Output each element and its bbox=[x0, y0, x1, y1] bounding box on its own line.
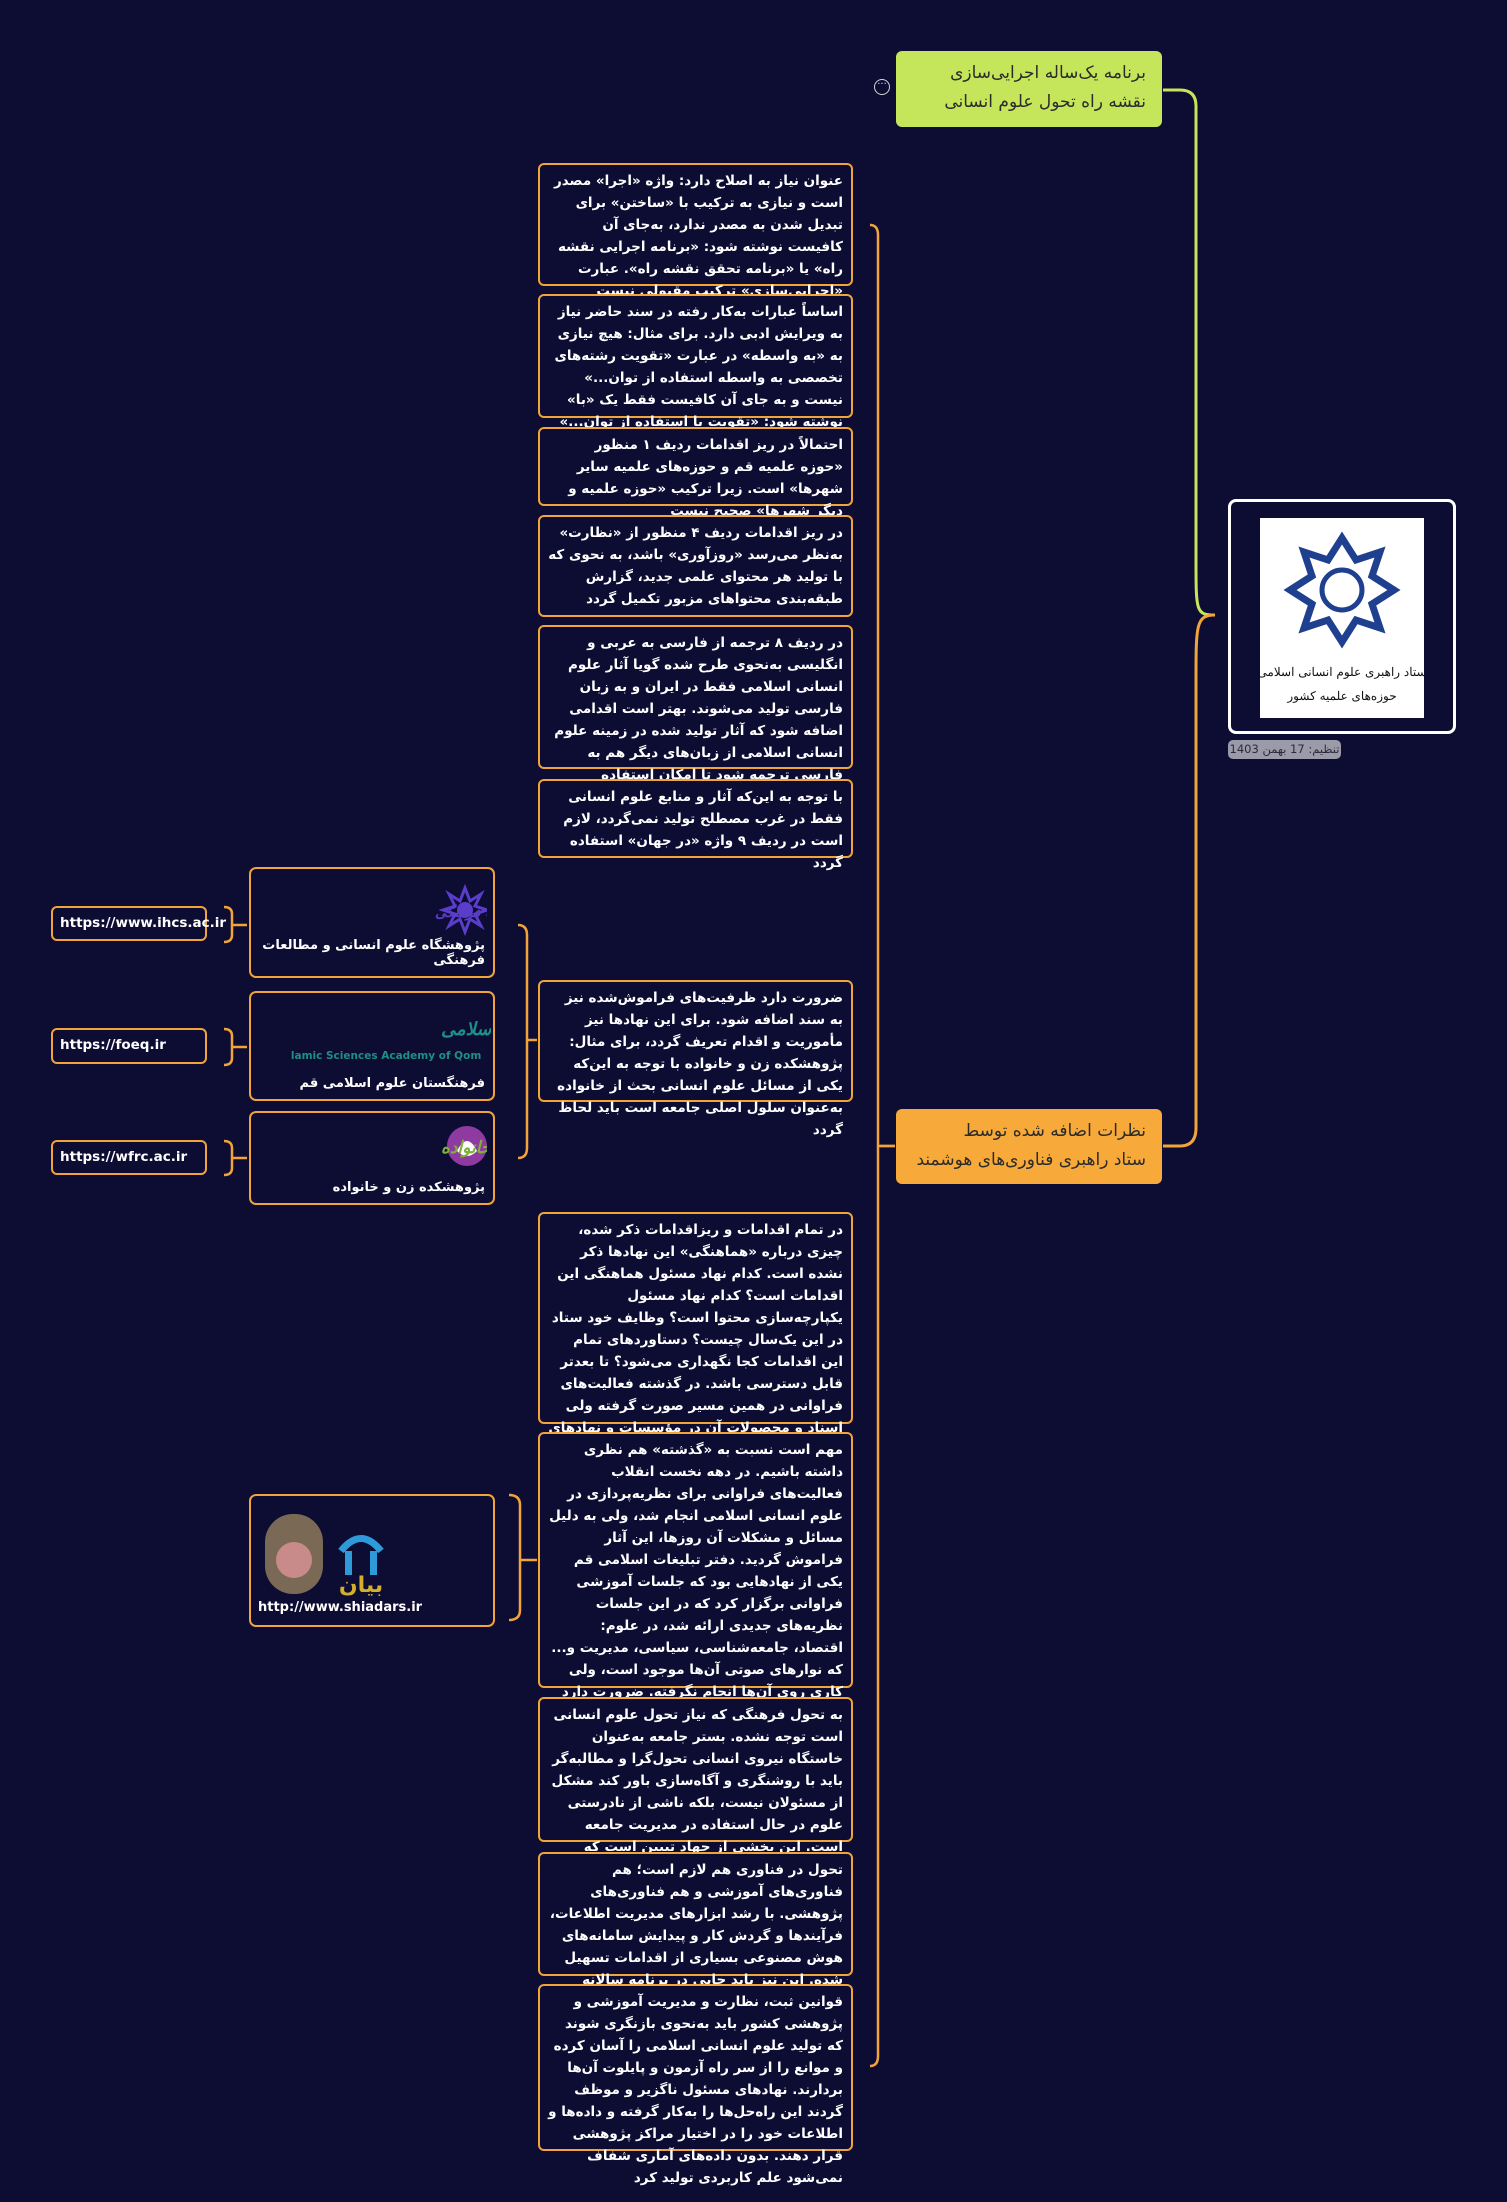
note-8[interactable]: در تمام اقدامات و ریزاقدامات ذکر شده، چی… bbox=[538, 1212, 853, 1458]
institution-wfrc-name: پژوهشکده زن و خانواده bbox=[332, 1180, 485, 1195]
notes-bracket bbox=[869, 223, 880, 2068]
svg-text:ستاد راهبری علوم انسانی اسلامی: ستاد راهبری علوم انسانی اسلامی bbox=[1260, 665, 1424, 679]
note-7[interactable]: ضرورت دارد ظرفیت‌های فراموش‌شده نیز به س… bbox=[538, 980, 853, 1138]
shiadars-card[interactable]: بیان http://www.shiadars.ir bbox=[249, 1494, 495, 1627]
svg-text:پژوهشکده زن و خانواده: پژوهشکده زن و خانواده bbox=[441, 1138, 487, 1158]
url-foeq[interactable]: https://foeq.ir bbox=[51, 1028, 207, 1064]
institution-foeq[interactable]: فرهنگستان علوم اسلامی Islamic Sciences A… bbox=[249, 991, 495, 1101]
note-12[interactable]: قوانین ثبت، نظارت و مدیریت آموزشی و پژوه… bbox=[538, 1984, 853, 2186]
note-4[interactable]: در ریز اقدامات ردیف ۴ منظور از «نظارت» ب… bbox=[538, 515, 853, 617]
topic-orange-line1: نظرات اضافه شده توسط bbox=[963, 1121, 1146, 1141]
ellipsis-icon[interactable]: ··· bbox=[874, 79, 890, 95]
date-tag: تنظیم: 17 بهمن 1403 bbox=[1228, 740, 1341, 759]
note-5[interactable]: در ردیف ۸ ترجمه از فارسی به عربی و انگلی… bbox=[538, 625, 853, 805]
institution-ihcs[interactable]: پژوهشگاه علوم انسانی و مطالعات فرهنگی پژ… bbox=[249, 867, 495, 978]
institution-wfrc[interactable]: پژوهشکده زن و خانواده پژوهشکده زن و خانو… bbox=[249, 1111, 495, 1205]
root-node[interactable]: ستاد راهبری علوم انسانی اسلامی حوزه‌های … bbox=[1228, 499, 1456, 734]
url-ihcs[interactable]: https://www.ihcs.ac.ir bbox=[51, 906, 226, 941]
svg-text:پژوهشگاه علوم انسانی و مطالعات: پژوهشگاه علوم انسانی و مطالعات فرهنگی bbox=[435, 904, 487, 921]
topic-green[interactable]: برنامه یک‌ساله اجرایی‌سازی نقشه راه تحول… bbox=[896, 51, 1162, 127]
svg-text:فرهنگستان علوم اسلامی: فرهنگستان علوم اسلامی bbox=[441, 1018, 491, 1040]
url-wfrc[interactable]: https://wfrc.ac.ir bbox=[51, 1140, 207, 1175]
note-11[interactable]: تحول در فناوری هم لازم است؛ هم فناوری‌ها… bbox=[538, 1852, 853, 2010]
bayan-logo-icon: بیان bbox=[265, 1514, 384, 1596]
root-logo: ستاد راهبری علوم انسانی اسلامی حوزه‌های … bbox=[1257, 518, 1427, 718]
star-logo-icon: ستاد راهبری علوم انسانی اسلامی حوزه‌های … bbox=[1257, 531, 1427, 703]
shiadars-url[interactable]: http://www.shiadars.ir bbox=[258, 1600, 423, 1615]
topic-green-line2: نقشه راه تحول علوم انسانی bbox=[944, 92, 1146, 112]
note-10[interactable]: به تحول فرهنگی که نیاز تحول علوم انسانی … bbox=[538, 1697, 853, 1877]
note-3[interactable]: احتمالاً در ریز اقدامات ردیف ۱ منظور «حو… bbox=[538, 427, 853, 519]
wfrc-logo-icon: پژوهشکده زن و خانواده bbox=[441, 1126, 487, 1166]
institution-ihcs-name: پژوهشگاه علوم انسانی و مطالعات فرهنگی bbox=[262, 938, 485, 968]
note-1[interactable]: عنوان نیاز به اصلاح دارد: واژه «اجرا» مص… bbox=[538, 163, 853, 299]
topic-orange-line2: ستاد راهبری فناوری‌های هوشمند bbox=[916, 1150, 1146, 1170]
foeq-logo-icon: فرهنگستان علوم اسلامی Islamic Sciences A… bbox=[291, 1018, 491, 1062]
root-to-green-connector bbox=[1163, 88, 1216, 617]
svg-text:بیان: بیان bbox=[339, 1573, 383, 1596]
note-2[interactable]: اساساً عبارات به‌کار رفته در سند حاضر نی… bbox=[538, 294, 853, 452]
institution-foeq-name: فرهنگستان علوم اسلامی قم bbox=[299, 1076, 485, 1091]
topic-green-line1: برنامه یک‌ساله اجرایی‌سازی bbox=[950, 63, 1146, 83]
topic-orange[interactable]: نظرات اضافه شده توسط ستاد راهبری فناوری‌… bbox=[896, 1109, 1162, 1184]
svg-text:حوزه‌های علمیه کشور: حوزه‌های علمیه کشور bbox=[1286, 689, 1396, 703]
root-to-orange-connector bbox=[1163, 613, 1216, 1148]
svg-text:Islamic Sciences Academy of Qo: Islamic Sciences Academy of Qom bbox=[291, 1050, 481, 1062]
institutions-bracket bbox=[517, 923, 529, 1160]
note-6[interactable]: با توجه به این‌که آثار و منابع علوم انسا… bbox=[538, 779, 853, 871]
ihcs-logo-icon: پژوهشگاه علوم انسانی و مطالعات فرهنگی bbox=[435, 883, 487, 937]
note-9[interactable]: مهم است نسبت به «گذشته» هم نظری داشته با… bbox=[538, 1432, 853, 1744]
